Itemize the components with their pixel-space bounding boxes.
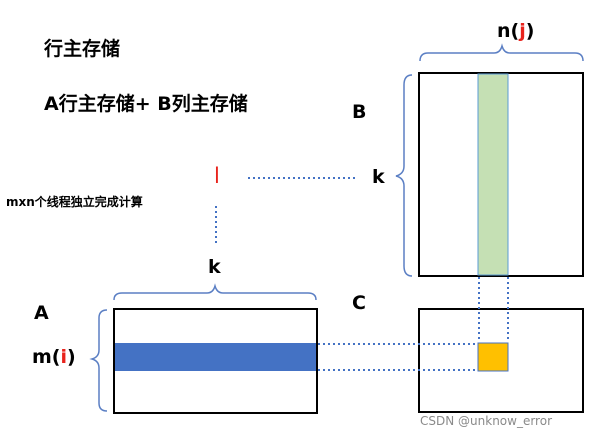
title-a-row-b-col: A行主存储+ B列主存储 bbox=[44, 93, 248, 115]
brace-left-a bbox=[89, 309, 108, 412]
brace-left-b bbox=[395, 74, 413, 277]
n-j-label: n(j) bbox=[497, 20, 534, 42]
m-close: ) bbox=[67, 346, 76, 368]
n-text: n( bbox=[497, 20, 520, 42]
matrix-c-cell-ij bbox=[477, 342, 509, 372]
k-label-b: k bbox=[372, 166, 385, 188]
brace-top-a bbox=[113, 283, 317, 301]
matrix-a-label: A bbox=[34, 302, 49, 324]
brace-top-b bbox=[419, 43, 584, 62]
n-close: ) bbox=[525, 20, 535, 42]
title-row-major: 行主存储 bbox=[44, 38, 121, 60]
m-i-label: m(i) bbox=[32, 346, 76, 368]
braces bbox=[89, 43, 584, 412]
matrix-a-row-i bbox=[115, 343, 316, 371]
matrix-b-label: B bbox=[352, 101, 367, 123]
matrix-c-label: C bbox=[352, 292, 366, 314]
watermark: CSDN @unknow_error bbox=[420, 414, 552, 428]
thread-note: mxn个线程独立完成计算 bbox=[6, 195, 143, 209]
thread-l-label: l bbox=[214, 164, 220, 188]
matrix-b-column-j bbox=[477, 73, 509, 276]
dotted-connectors bbox=[215, 177, 509, 371]
m-text: m( bbox=[32, 346, 61, 368]
k-label-a: k bbox=[208, 256, 221, 278]
j-index: j bbox=[519, 20, 526, 42]
i-index: i bbox=[60, 346, 67, 368]
